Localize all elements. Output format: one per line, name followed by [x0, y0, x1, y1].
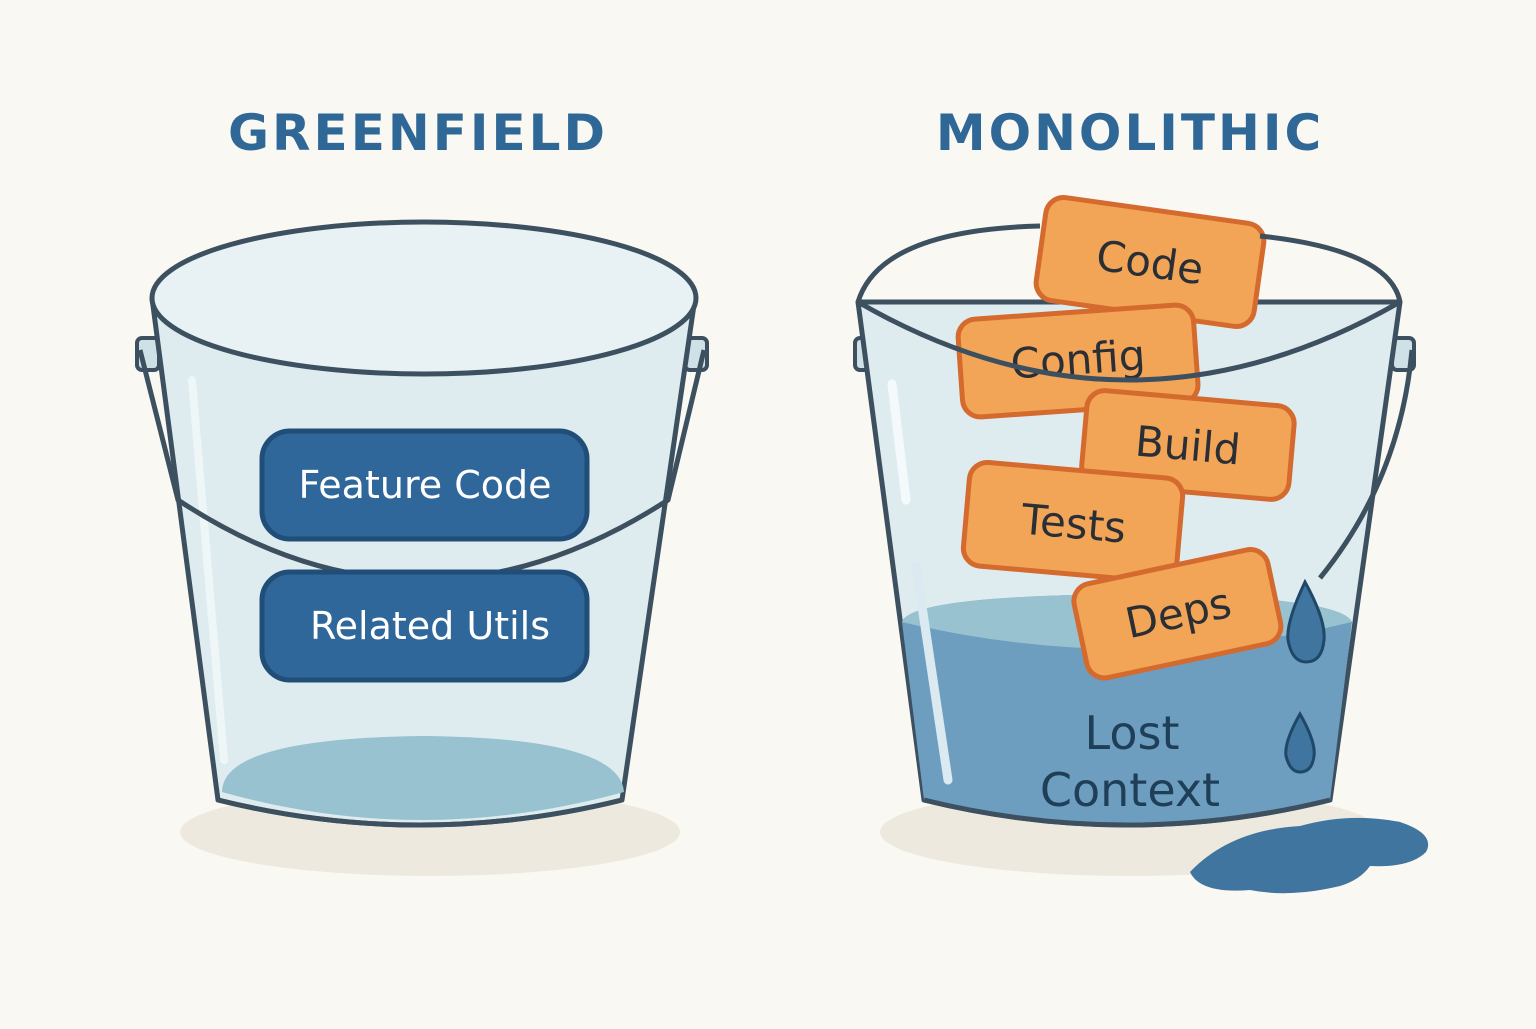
water-drop-icon	[1286, 578, 1326, 664]
chip-feature-code: Feature Code	[259, 428, 590, 542]
bucket-bottom	[923, 797, 1331, 828]
bucket-highlight-lower	[911, 561, 953, 785]
lost-context-line1: Lost	[1085, 706, 1180, 760]
bucket-water	[222, 736, 624, 820]
puddle-icon	[1190, 817, 1429, 894]
water-drop-icon	[1284, 710, 1316, 774]
chip-related-utils-label: Related Utils	[310, 604, 550, 648]
chip-deps: Deps	[1071, 547, 1284, 681]
monolithic-title: MONOLITHIC	[936, 104, 1324, 162]
greenfield-bucket	[135, 219, 709, 876]
chip-tests: Tests	[960, 459, 1186, 585]
greenfield-title: GREENFIELD	[228, 104, 608, 162]
bucket-bottom	[217, 797, 623, 828]
chip-build: Build	[1079, 388, 1297, 502]
bucket-highlight	[188, 376, 228, 764]
bucket-rim-back-right	[1259, 233, 1403, 303]
lost-context-line2: Context	[1040, 763, 1220, 817]
bucket-rim	[149, 219, 699, 377]
chip-code: Code	[1033, 195, 1267, 329]
bucket-handle	[1318, 349, 1415, 580]
bucket-rim-front	[856, 299, 1402, 383]
chip-related-utils: Related Utils	[259, 569, 590, 683]
bucket-rim-back-left	[855, 223, 1041, 303]
chip-build-label: Build	[1133, 416, 1242, 474]
chip-feature-code-label: Feature Code	[299, 463, 552, 507]
chip-tests-label: Tests	[1019, 495, 1128, 553]
bucket-highlight	[887, 379, 911, 505]
